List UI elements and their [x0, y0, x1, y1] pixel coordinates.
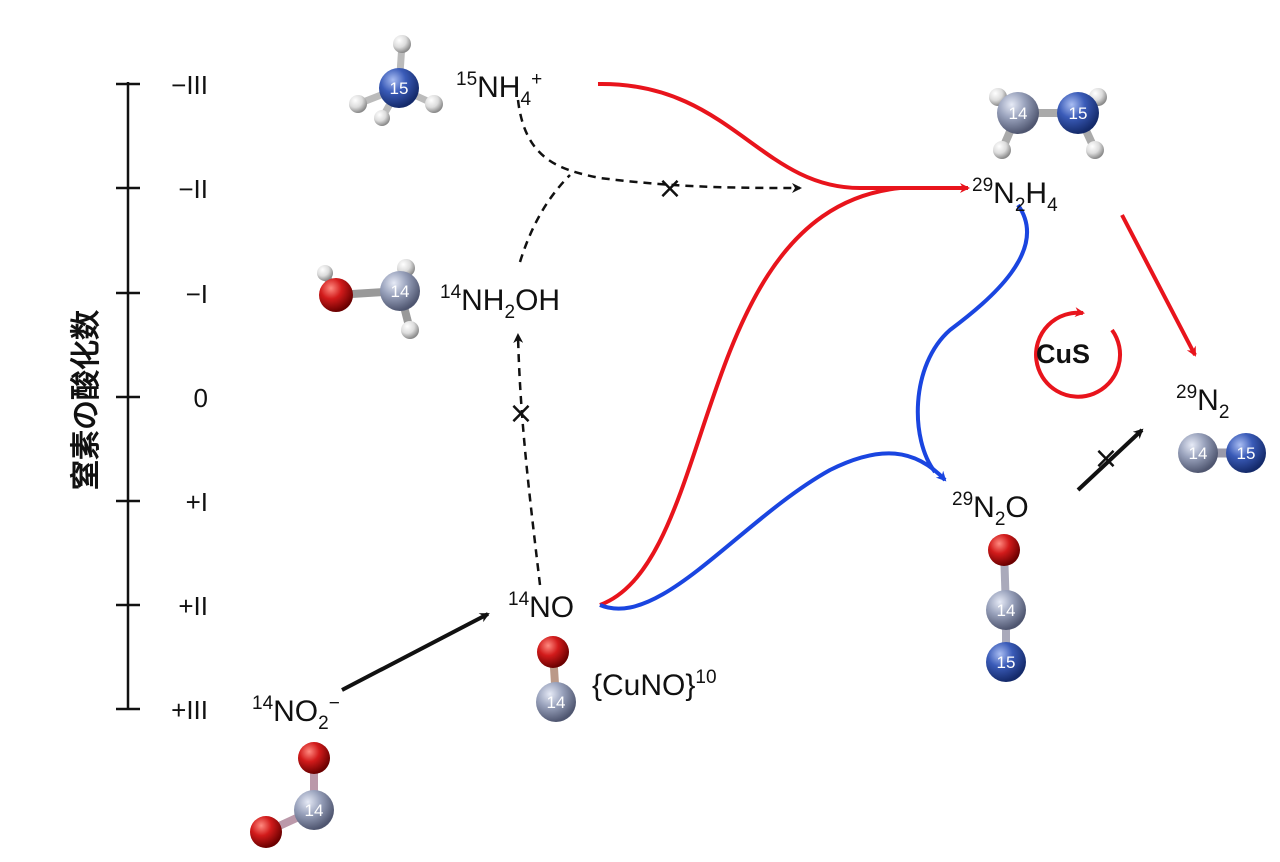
molecule-no2: 14	[250, 742, 334, 848]
molecule-nh2oh: 14	[317, 259, 420, 339]
arrow-n2o-to-n2	[1076, 428, 1144, 492]
red-path-n2h4-to-n2	[1120, 214, 1197, 357]
cus-catalyst: CuS	[1034, 307, 1123, 399]
molecule-n2: 14 15	[1178, 433, 1266, 473]
svg-text:{CuNO}10: {CuNO}10	[592, 667, 717, 702]
svg-text:15: 15	[1237, 444, 1256, 463]
label-n2o: 29N2O	[952, 489, 1029, 530]
svg-text:14: 14	[305, 801, 324, 820]
axis-title: 窒素の酸化数	[69, 309, 104, 490]
tick-plus-3: +III	[171, 695, 208, 725]
tick-zero: 0	[194, 383, 208, 413]
blue-pathways	[599, 203, 1029, 611]
dashed-nh4-to-n2h4	[516, 99, 802, 193]
molecule-no: 14	[536, 636, 576, 722]
red-pathways	[597, 81, 1197, 607]
svg-text:29N2H4: 29N2H4	[972, 175, 1058, 216]
molecule-nh4: 15	[349, 35, 443, 126]
molecule-n2h4: 14 15	[989, 88, 1107, 159]
svg-text:14: 14	[1189, 444, 1208, 463]
svg-text:14: 14	[547, 693, 566, 712]
red-path-no-to-n2h4	[599, 186, 901, 607]
oxidation-axis: −III −II −I 0 +I +II +III 窒素の酸化数	[69, 70, 208, 725]
dashed-no-to-nh2oh	[513, 333, 542, 586]
red-path-nh4-to-n2h4	[597, 81, 970, 193]
svg-text:15NH4+: 15NH4+	[456, 69, 542, 110]
blocked-mark-vertical: ×	[508, 396, 533, 431]
svg-text:14: 14	[997, 601, 1016, 620]
label-no2: 14NO2−	[252, 693, 340, 734]
blue-path-no-to-n2o	[599, 451, 947, 611]
tick-minus-2: −II	[178, 174, 208, 204]
svg-text:29N2: 29N2	[1176, 382, 1229, 423]
molecule-n2o: 14 15	[986, 534, 1026, 682]
svg-text:15: 15	[390, 79, 409, 98]
black-arrows	[341, 428, 1144, 692]
dashed-pathways	[513, 99, 802, 586]
blocked-marks: × × ×	[508, 171, 1118, 476]
label-no: 14NO	[508, 589, 574, 624]
svg-text:14NH2OH: 14NH2OH	[440, 282, 560, 323]
svg-text:14: 14	[391, 282, 410, 301]
svg-text:15: 15	[1069, 104, 1088, 123]
dashed-nh2oh-up	[518, 174, 571, 263]
catalyst-label: CuS	[1036, 339, 1090, 369]
svg-text:15: 15	[997, 653, 1016, 672]
tick-plus-2: +II	[178, 591, 208, 621]
svg-text:14NO: 14NO	[508, 589, 574, 624]
label-nh2oh: 14NH2OH	[440, 282, 560, 323]
arrow-no2-to-no	[341, 612, 490, 692]
svg-text:14NO2−: 14NO2−	[252, 693, 340, 734]
blocked-mark-top: ×	[657, 171, 682, 206]
label-n2h4: 29N2H4	[972, 175, 1058, 216]
svg-text:14: 14	[1009, 104, 1028, 123]
tick-plus-1: +I	[186, 487, 208, 517]
label-n2: 29N2	[1176, 382, 1229, 423]
tick-minus-1: −I	[186, 279, 208, 309]
label-cuno: {CuNO}10	[592, 667, 717, 702]
label-nh4: 15NH4+	[456, 69, 542, 110]
blue-path-n2h4-to-n2o	[915, 203, 1029, 474]
svg-text:29N2O: 29N2O	[952, 489, 1029, 530]
tick-minus-3: −III	[171, 70, 208, 100]
